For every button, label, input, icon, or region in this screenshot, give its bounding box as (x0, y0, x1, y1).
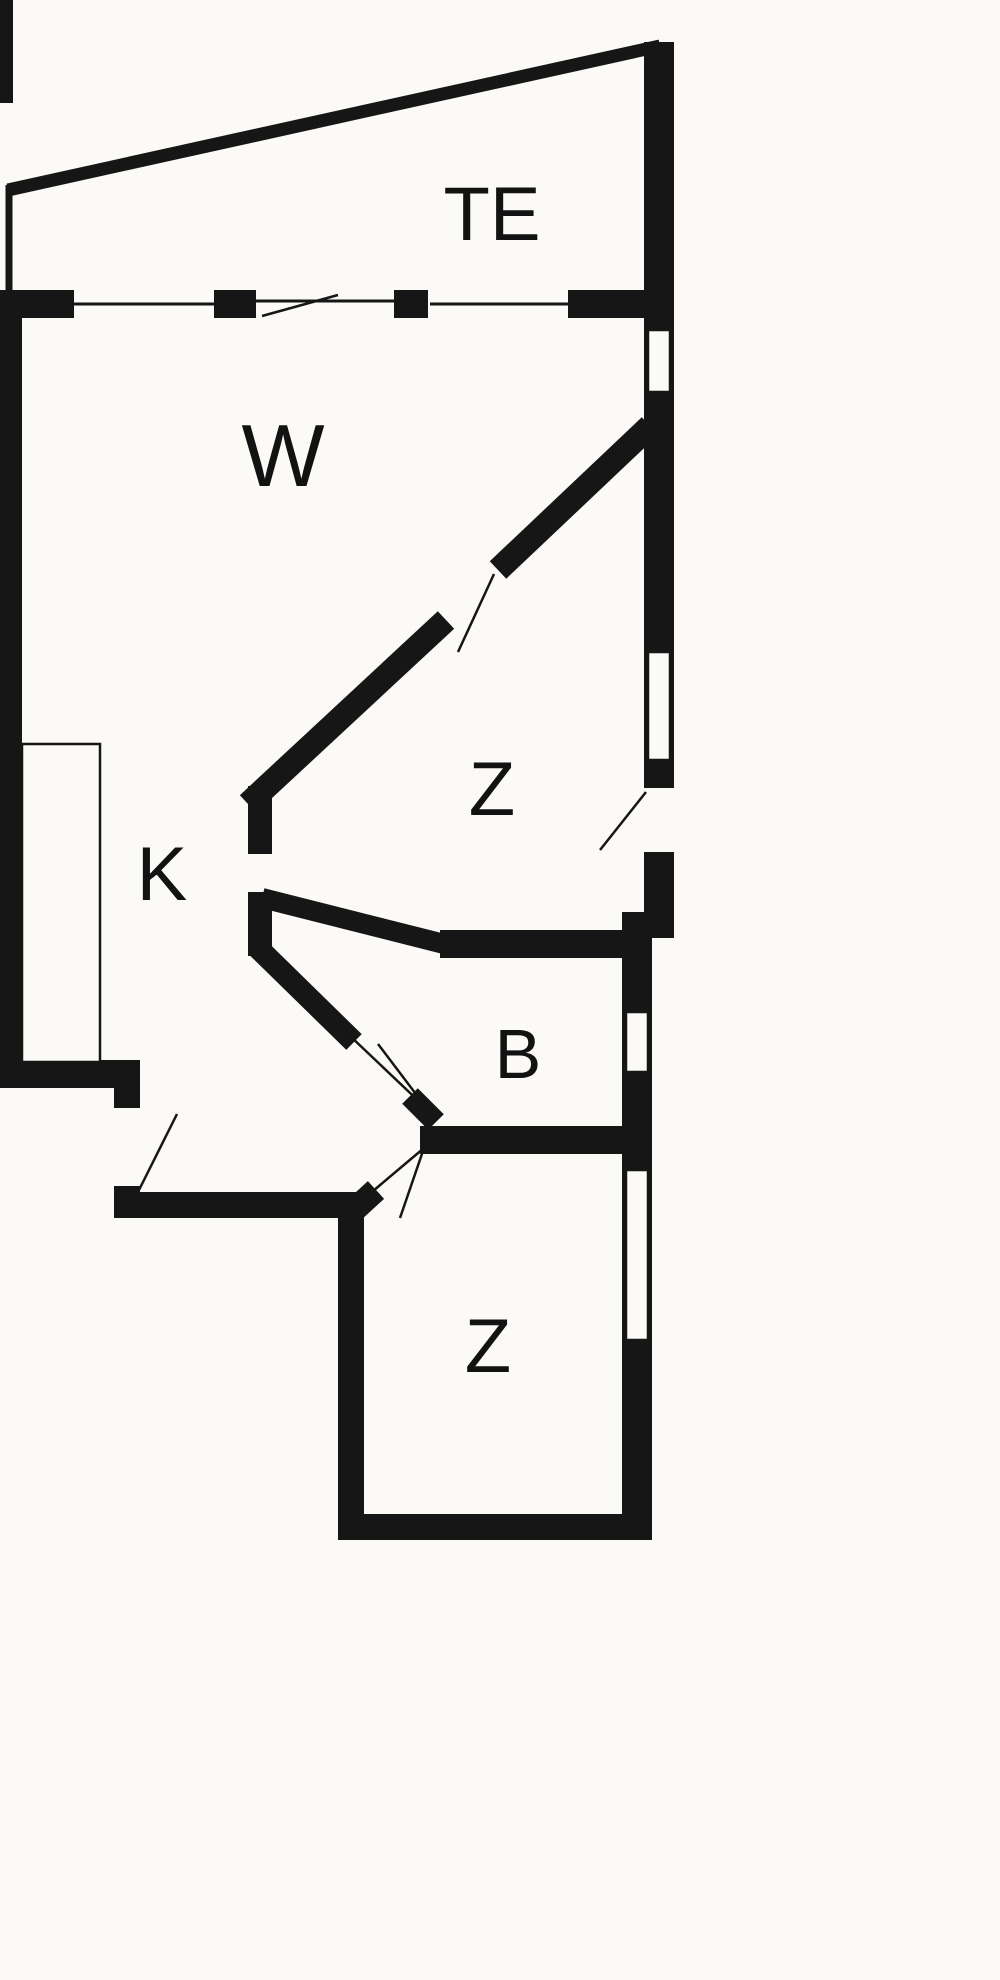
room-label-bedroom-bottom: Z (465, 1304, 511, 1389)
room-label-bathroom: B (495, 1015, 542, 1093)
door-swing-icon (398, 1147, 426, 1219)
room-label-kitchen: K (137, 832, 188, 917)
diagonal-wall-wz-lower (239, 611, 455, 813)
bathroom-bottom-wall (420, 1126, 652, 1154)
top-wall-segment (568, 290, 652, 318)
door-swing-icon (599, 791, 647, 851)
hall-bottom-wall (114, 1192, 364, 1218)
bedroom-bottom-left-wall (338, 1206, 364, 1540)
door-swing-icon (377, 1043, 429, 1111)
hall-corner-stub (343, 1181, 385, 1221)
bedroom-bottom-bottom-wall (338, 1514, 652, 1540)
window-icon (624, 1010, 650, 1074)
windows (74, 293, 672, 1342)
terrace-outline (5, 39, 662, 296)
scan-artifact-bar (0, 0, 13, 103)
door-swings (137, 573, 678, 1219)
diagonal-wall-hall-z (259, 888, 463, 958)
window-icon (624, 1168, 650, 1342)
left-wall (0, 290, 22, 1088)
top-wall-segment (214, 290, 256, 318)
room-labels: TE W Z K B Z (137, 172, 542, 1389)
window-icon (646, 328, 672, 394)
kitchen-counter (20, 742, 102, 1064)
terrace-door-opening (640, 788, 678, 852)
top-wall-segment (394, 290, 428, 318)
terrace-top-edge (6, 39, 662, 197)
door-swing-icon (261, 293, 339, 318)
room-label-bedroom-right: Z (469, 747, 515, 832)
door-swing-icon (456, 573, 496, 653)
door-swing-icon (137, 1113, 179, 1191)
room-label-living: W (241, 406, 324, 505)
diagonal-wall-hall-b-stub (402, 1088, 444, 1130)
diagonal-wall-wz-upper (489, 417, 659, 579)
bedroom-right-bottom-wall (440, 930, 652, 958)
hall-left-wall-upper (114, 1060, 140, 1108)
diagonal-wall-hall-b (250, 940, 362, 1050)
door-swing-icon (359, 1147, 425, 1203)
interior-walls (239, 417, 659, 1221)
door-swing-icon (347, 1033, 429, 1111)
room-label-terrace: TE (443, 172, 540, 257)
window-icon (646, 650, 672, 762)
